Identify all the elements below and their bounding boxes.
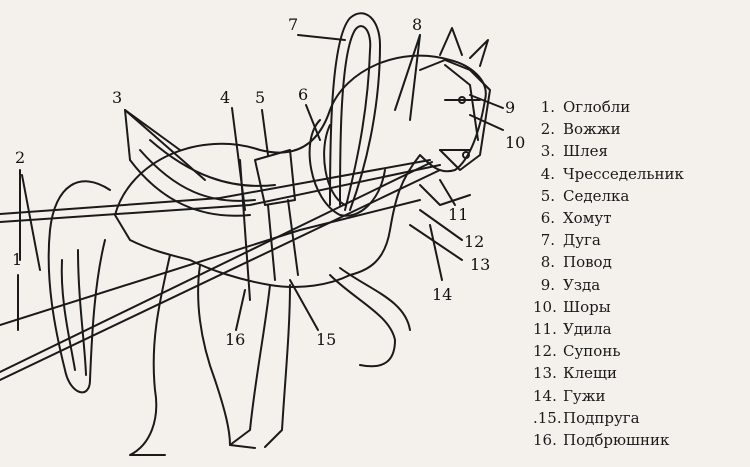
legend-item: 16. Подбрюшник	[533, 429, 748, 451]
horse-head	[419, 59, 491, 171]
legend-number: 11.	[533, 320, 557, 339]
legend-label: Седелка	[563, 186, 630, 205]
leg-front-raised	[329, 274, 396, 368]
legend-label: Шоры	[563, 297, 611, 316]
legend-number: 16.	[533, 431, 557, 450]
legend-number: 1.	[540, 98, 555, 116]
collar	[308, 119, 386, 217]
legend-number: 8.	[540, 253, 555, 272]
legend-item: 13. Клещи	[533, 362, 748, 384]
legend-item: 5. Седелка	[533, 185, 748, 207]
callout-4: 4	[220, 88, 230, 107]
duga-arch	[329, 12, 381, 211]
legend-number: .15.	[533, 408, 562, 427]
legend-label: Хомут	[563, 209, 612, 228]
legend-label: Удила	[563, 320, 612, 339]
legend-number: 12.	[533, 342, 557, 361]
callout-11: 11	[448, 205, 468, 224]
legend-list: 1. Оглобли 2. Вожжи 3. Шлея 4. Чресседельник…	[533, 96, 748, 451]
legend-label: Супонь	[563, 342, 621, 361]
reins	[0, 164, 441, 223]
leg-front	[229, 284, 271, 449]
girth	[267, 204, 276, 281]
legend-label: Вожжи	[563, 120, 621, 139]
callout-14: 14	[432, 285, 452, 304]
callout-16: 16	[225, 330, 245, 349]
callout-1: 1	[12, 250, 22, 269]
callout-3: 3	[112, 88, 122, 107]
legend-number: 9.	[540, 275, 555, 294]
legend-number: 2.	[540, 120, 555, 139]
legend-label: Дуга	[563, 231, 601, 250]
callout-12: 12	[464, 232, 484, 251]
legend-number: 10.	[533, 297, 557, 316]
legend-item: 6. Хомут	[533, 207, 748, 229]
callout-15: 15	[316, 330, 336, 349]
callout-2: 2	[15, 148, 25, 167]
saddle	[254, 149, 296, 206]
legend-number: 3.	[540, 142, 555, 161]
legend-item: 10. Шоры	[533, 296, 748, 318]
legend-number: 13.	[533, 364, 557, 383]
legend-label: Чресседельник	[563, 164, 684, 183]
legend-item: 8. Повод	[533, 251, 748, 273]
legend-item: 4. Чресседельник	[533, 163, 748, 185]
legend-item: 14. Гужи	[533, 385, 748, 407]
legend-item: 1. Оглобли	[533, 96, 748, 118]
callout-6: 6	[298, 85, 308, 104]
legend-item: 3. Шлея	[533, 140, 748, 162]
legend-label: Узда	[563, 275, 601, 294]
callout-8: 8	[412, 15, 422, 34]
legend-label: Гужи	[563, 386, 606, 405]
legend-item: 7. Дуга	[533, 229, 748, 251]
legend-label: Оглобли	[563, 98, 631, 116]
legend-label: Клещи	[563, 364, 617, 383]
legend-item: 9. Узда	[533, 274, 748, 296]
breeching	[129, 159, 251, 217]
legend-label: Подпруга	[563, 408, 640, 427]
callout-13: 13	[470, 255, 490, 274]
legend-item: 11. Удила	[533, 318, 748, 340]
legend-number: 6.	[540, 209, 555, 228]
legend-label: Шлея	[563, 142, 608, 161]
legend-item: 12. Супонь	[533, 340, 748, 362]
legend-number: 4.	[540, 164, 555, 183]
legend-number: 14.	[533, 386, 557, 405]
bridle	[444, 64, 479, 141]
legend-item: .15.Подпруга	[533, 407, 748, 429]
shaft-lower	[0, 169, 441, 381]
callout-7: 7	[288, 15, 298, 34]
shaft-upper	[0, 199, 421, 326]
legend-label: Подбрюшник	[563, 431, 670, 450]
callout-9: 9	[505, 98, 515, 117]
shaft-lower-b	[0, 161, 433, 373]
leg-hind	[129, 254, 171, 456]
legend-number: 5.	[540, 186, 555, 205]
callout-5: 5	[255, 88, 265, 107]
legend-item: 2. Вожжи	[533, 118, 748, 140]
callout-10: 10	[505, 133, 525, 152]
legend-number: 7.	[540, 231, 555, 250]
horse-tail	[47, 180, 111, 394]
legend-label: Повод	[563, 253, 612, 272]
